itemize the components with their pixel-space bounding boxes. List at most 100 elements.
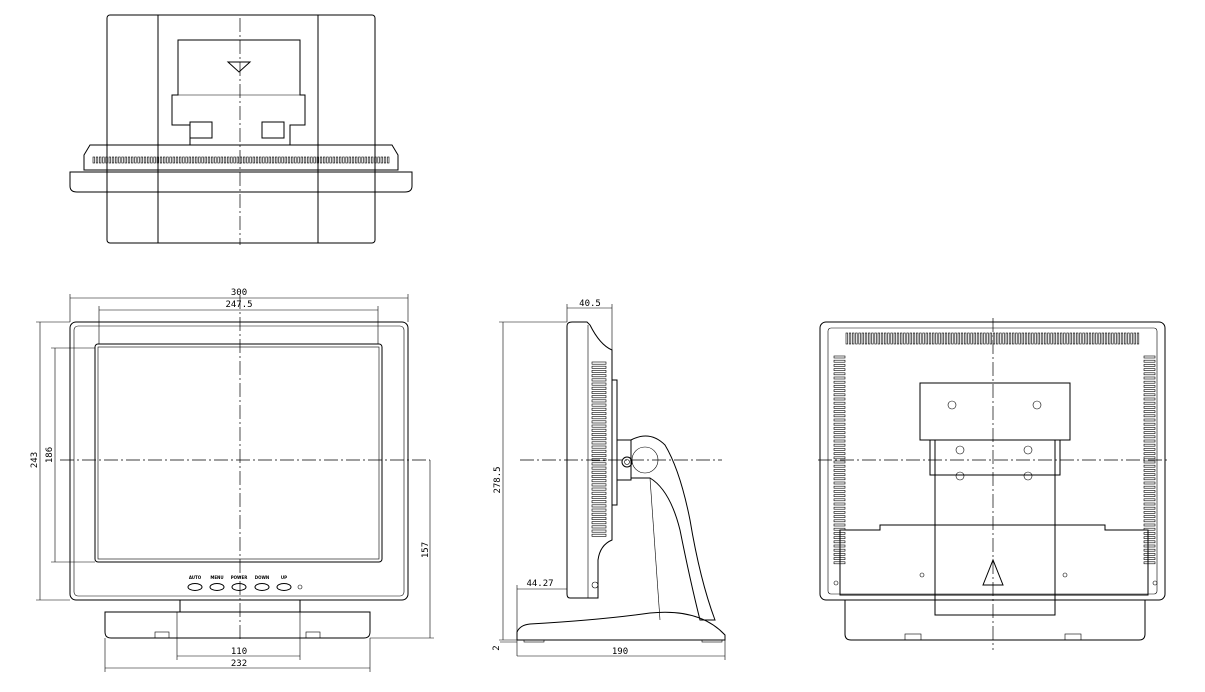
vent-slot: [989, 332, 992, 345]
vent-slot: [932, 332, 935, 345]
button-power[interactable]: POWER: [231, 575, 248, 591]
vent-slot: [871, 332, 874, 345]
vent-slot: [1085, 332, 1088, 345]
vent-slot: [964, 332, 967, 345]
vent-slot: [1143, 548, 1156, 552]
vent-slot: [591, 479, 607, 483]
vent-slot: [999, 332, 1002, 345]
vent-slot: [591, 512, 607, 516]
vent-slot: [387, 156, 390, 164]
vent-slot: [833, 464, 846, 468]
vent-slot: [833, 519, 846, 523]
vent-slot: [1130, 332, 1133, 345]
vent-slot: [1076, 332, 1079, 345]
vent-slot: [182, 156, 185, 164]
rear-view-vents: [833, 332, 1156, 565]
vent-slot: [833, 422, 846, 426]
vent-slot: [833, 502, 846, 506]
vent-slot: [1143, 506, 1156, 510]
vent-slot: [960, 332, 964, 345]
button-up[interactable]: UP: [276, 575, 292, 591]
vent-slot: [1143, 456, 1156, 460]
vent-slot: [591, 391, 607, 394]
vent-slot: [1143, 481, 1156, 485]
top-view-vents: [92, 156, 390, 164]
vent-slot: [1101, 332, 1104, 345]
vent-slot: [877, 332, 880, 345]
vent-slot: [1143, 561, 1156, 565]
vent-slot: [1143, 494, 1156, 497]
vent-slot: [1040, 332, 1044, 345]
vent-slot: [967, 332, 970, 345]
vent-slot: [335, 156, 339, 164]
button-label: UP: [281, 575, 287, 580]
vent-slot: [1143, 385, 1156, 388]
button-shape[interactable]: [231, 583, 247, 591]
button-auto[interactable]: AUTO: [187, 575, 203, 591]
vent-slot: [1053, 332, 1056, 345]
vent-slot: [976, 332, 980, 345]
dim-screen-height: 186: [45, 447, 55, 463]
dim-side-height: 278.5: [493, 466, 503, 493]
vent-slot: [591, 496, 607, 499]
vent-slot: [204, 156, 207, 164]
vent-slot: [591, 487, 607, 491]
vent-slot: [1092, 332, 1095, 345]
vent-slot: [833, 435, 846, 439]
vent-slot: [591, 424, 607, 428]
vent-slot: [1136, 332, 1140, 345]
side-view: 40.5 278.5 44.27 2 190: [492, 299, 726, 660]
vent-slot: [131, 156, 134, 164]
vent-slot: [1012, 332, 1015, 345]
vent-slot: [1143, 490, 1156, 493]
side-view-vents: [591, 361, 607, 537]
vent-slot: [833, 385, 846, 388]
vent-slot: [833, 355, 846, 359]
vent-slot: [355, 156, 358, 164]
vent-slot: [833, 427, 846, 430]
vent-slot: [925, 332, 928, 345]
front-panel-buttons: AUTO MENU POWER DOWN UP: [187, 575, 292, 591]
vent-slot: [1143, 498, 1156, 502]
vent-slot: [291, 156, 294, 164]
vent-slot: [591, 525, 607, 529]
vent-slot: [134, 156, 137, 164]
vent-slot: [163, 156, 166, 164]
button-down[interactable]: DOWN: [254, 575, 270, 591]
vent-slot: [900, 332, 903, 345]
vent-slot: [992, 332, 996, 345]
vent-slot: [223, 156, 227, 164]
vent-slot: [156, 156, 159, 164]
vent-slot: [105, 156, 108, 164]
vent-slot: [271, 156, 275, 164]
vent-slot: [833, 523, 846, 527]
button-menu[interactable]: MENU: [209, 575, 225, 591]
vent-slot: [191, 156, 195, 164]
vent-slot: [169, 156, 172, 164]
button-shape[interactable]: [209, 583, 225, 591]
vent-slot: [377, 156, 380, 164]
vent-slot: [833, 406, 846, 409]
vent-slot: [195, 156, 198, 164]
vent-slot: [1143, 527, 1156, 531]
vent-slot: [1031, 332, 1034, 345]
vent-slot: [358, 156, 361, 164]
vent-slot: [1143, 443, 1156, 447]
vent-slot: [833, 456, 846, 460]
vent-slot: [1143, 368, 1156, 371]
vent-slot: [951, 332, 954, 345]
vent-slot: [986, 332, 989, 345]
vent-slot: [1050, 332, 1053, 345]
vent-slot: [201, 156, 204, 164]
vent-slot: [179, 156, 182, 164]
vent-slot: [172, 156, 175, 164]
vent-slot: [591, 449, 607, 453]
vent-slot: [833, 477, 846, 481]
vent-slot: [198, 156, 201, 164]
button-shape[interactable]: [276, 583, 292, 591]
button-shape[interactable]: [254, 583, 270, 591]
vent-slot: [1088, 332, 1092, 345]
vent-slot: [833, 452, 846, 455]
button-shape[interactable]: [187, 583, 203, 591]
vent-slot: [211, 156, 214, 164]
